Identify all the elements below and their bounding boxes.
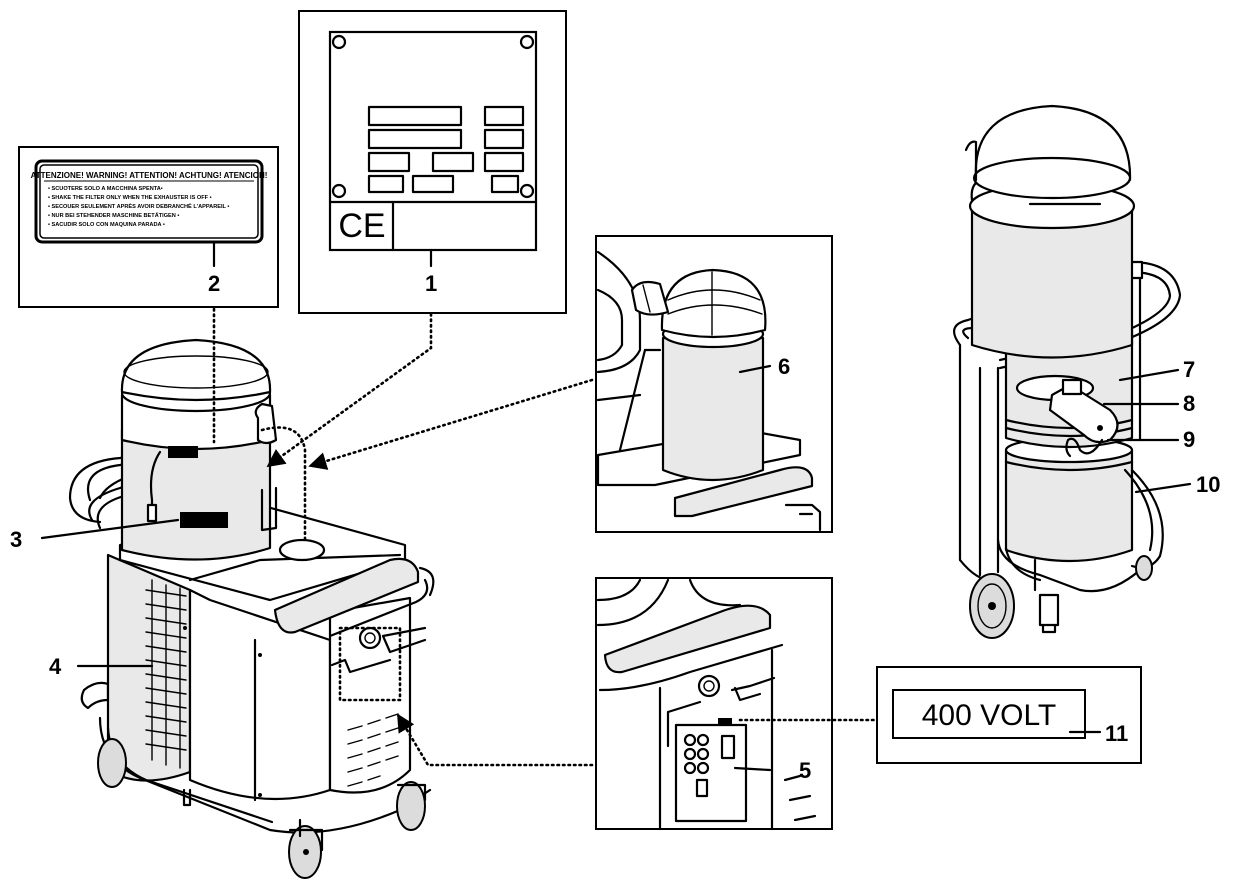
ce-mark: CE [338,207,385,245]
callout-3: 3 [10,527,22,552]
control-panel-detail: 5 [595,577,833,831]
main-machine-illustration [68,338,435,879]
warning-label-title: ATTENZIONE! WARNING! ATTENTION! ACHTUNG!… [31,171,268,180]
callout-5: 5 [799,758,811,783]
callout-10: 10 [1196,472,1220,497]
vent-grille-left [145,579,187,769]
voltage-label-panel: 400 VOLT 11 [876,666,1142,764]
callout-7: 7 [1183,357,1195,382]
callout-9: 9 [1183,427,1195,452]
dotted-leaders [212,307,879,767]
callout-2: 2 [208,271,220,296]
wheel-rear-left [97,738,127,788]
warning-line-3: • SECOUER SEULEMENT APRÈS AVOIR DEBRANCH… [48,202,229,210]
callout-1: 1 [425,271,437,296]
voltage-label-text: 400 VOLT [922,699,1057,732]
callout-11: 11 [1105,721,1128,746]
callout-6: 6 [778,354,790,379]
side-view-machine-illustration [953,104,1192,639]
rating-plate-panel: CE 1 [298,10,567,314]
warning-line-5: • SACUDIR SOLO CON MAQUINA PARADA • [48,222,165,228]
warning-label-panel: ATTENZIONE! WARNING! ATTENTION! ACHTUNG!… [18,146,279,308]
warning-line-1: • SCUOTERE SOLO A MACCHINA SPENTA• [48,186,163,192]
warning-line-4: • NUR BEI STEHENDER MASCHINE BETÄTIGEN • [48,212,179,219]
warning-line-2: • SHAKE THE FILTER ONLY WHEN THE EXHAUST… [48,195,212,201]
wheel-front-left [288,818,324,879]
filter-detail-panel: 6 [595,235,833,533]
vent-grille-right [347,713,399,787]
wheel-front-right [396,781,427,831]
callout-8: 8 [1183,391,1195,416]
callout-4: 4 [49,654,62,679]
